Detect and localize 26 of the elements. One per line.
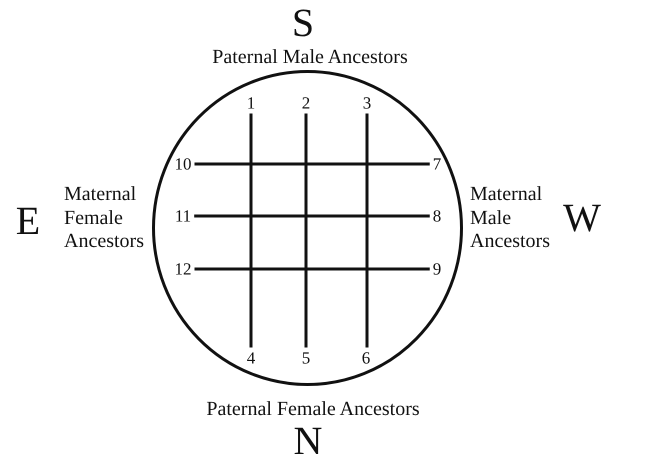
position-number: 7 [430, 154, 444, 174]
grid-line [194, 214, 430, 218]
grid-line [250, 114, 252, 348]
position-number: 5 [298, 348, 314, 368]
grid-line [304, 114, 308, 348]
grid-line [194, 162, 430, 166]
position-number: 8 [430, 206, 444, 226]
position-number: 10 [172, 154, 194, 174]
position-number: 3 [360, 92, 374, 114]
position-number: 9 [430, 258, 444, 280]
ancestor-group-label: Paternal Male Ancestors [212, 46, 408, 68]
position-number: 2 [298, 92, 314, 114]
position-number: 12 [172, 258, 194, 280]
position-number: 4 [244, 348, 258, 368]
ancestor-group-label: Maternal Female Ancestors [64, 183, 145, 254]
grid-line [366, 114, 368, 348]
position-number: 6 [358, 348, 374, 368]
direction-letter: E [16, 201, 40, 241]
ancestor-group-label: Paternal Female Ancestors [206, 398, 420, 420]
ancestor-group-label: Maternal Male Ancestors [470, 183, 551, 254]
direction-letter: N [294, 421, 322, 461]
grid-line [194, 268, 430, 270]
direction-letter: S [292, 3, 314, 43]
position-number: 1 [244, 92, 258, 114]
direction-letter: W [563, 198, 601, 238]
position-number: 11 [172, 206, 194, 226]
